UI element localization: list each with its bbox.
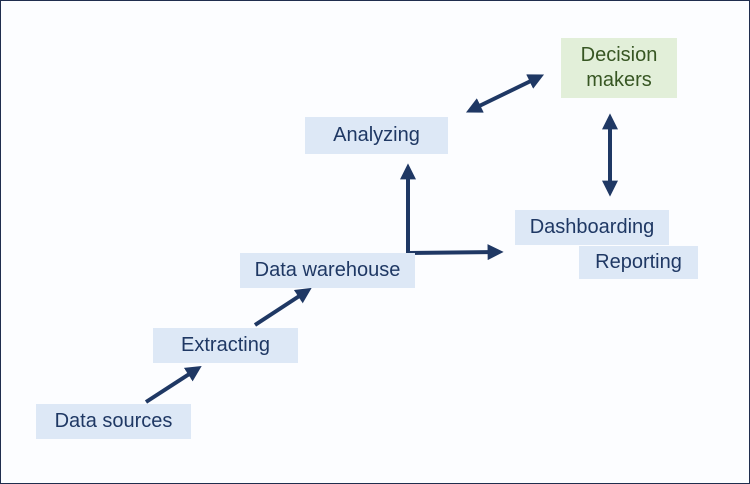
node-reporting-label: Reporting (595, 251, 682, 273)
node-analyzing-label: Analyzing (333, 124, 420, 146)
node-analyzing: Analyzing (305, 117, 448, 154)
node-extracting: Extracting (153, 328, 298, 363)
node-data-warehouse-label: Data warehouse (254, 259, 401, 281)
node-extracting-label: Extracting (181, 334, 270, 356)
arrow-warehouse-to-dashboarding (407, 244, 504, 261)
node-dashboarding-label: Dashboarding (529, 216, 655, 238)
arrow-sources-to-extracting (144, 365, 202, 404)
node-decision-makers-label: Decision makers (580, 44, 658, 91)
node-dashboarding: Dashboarding (515, 210, 669, 245)
node-reporting: Reporting (579, 246, 698, 279)
node-data-sources-label: Data sources (54, 410, 173, 432)
arrow-extracting-to-warehouse (253, 287, 312, 327)
arrow-analyzing-decision-makers (465, 74, 545, 113)
node-data-sources: Data sources (36, 404, 191, 439)
node-data-warehouse: Data warehouse (240, 253, 415, 288)
node-decision-makers: Decision makers (561, 38, 677, 98)
